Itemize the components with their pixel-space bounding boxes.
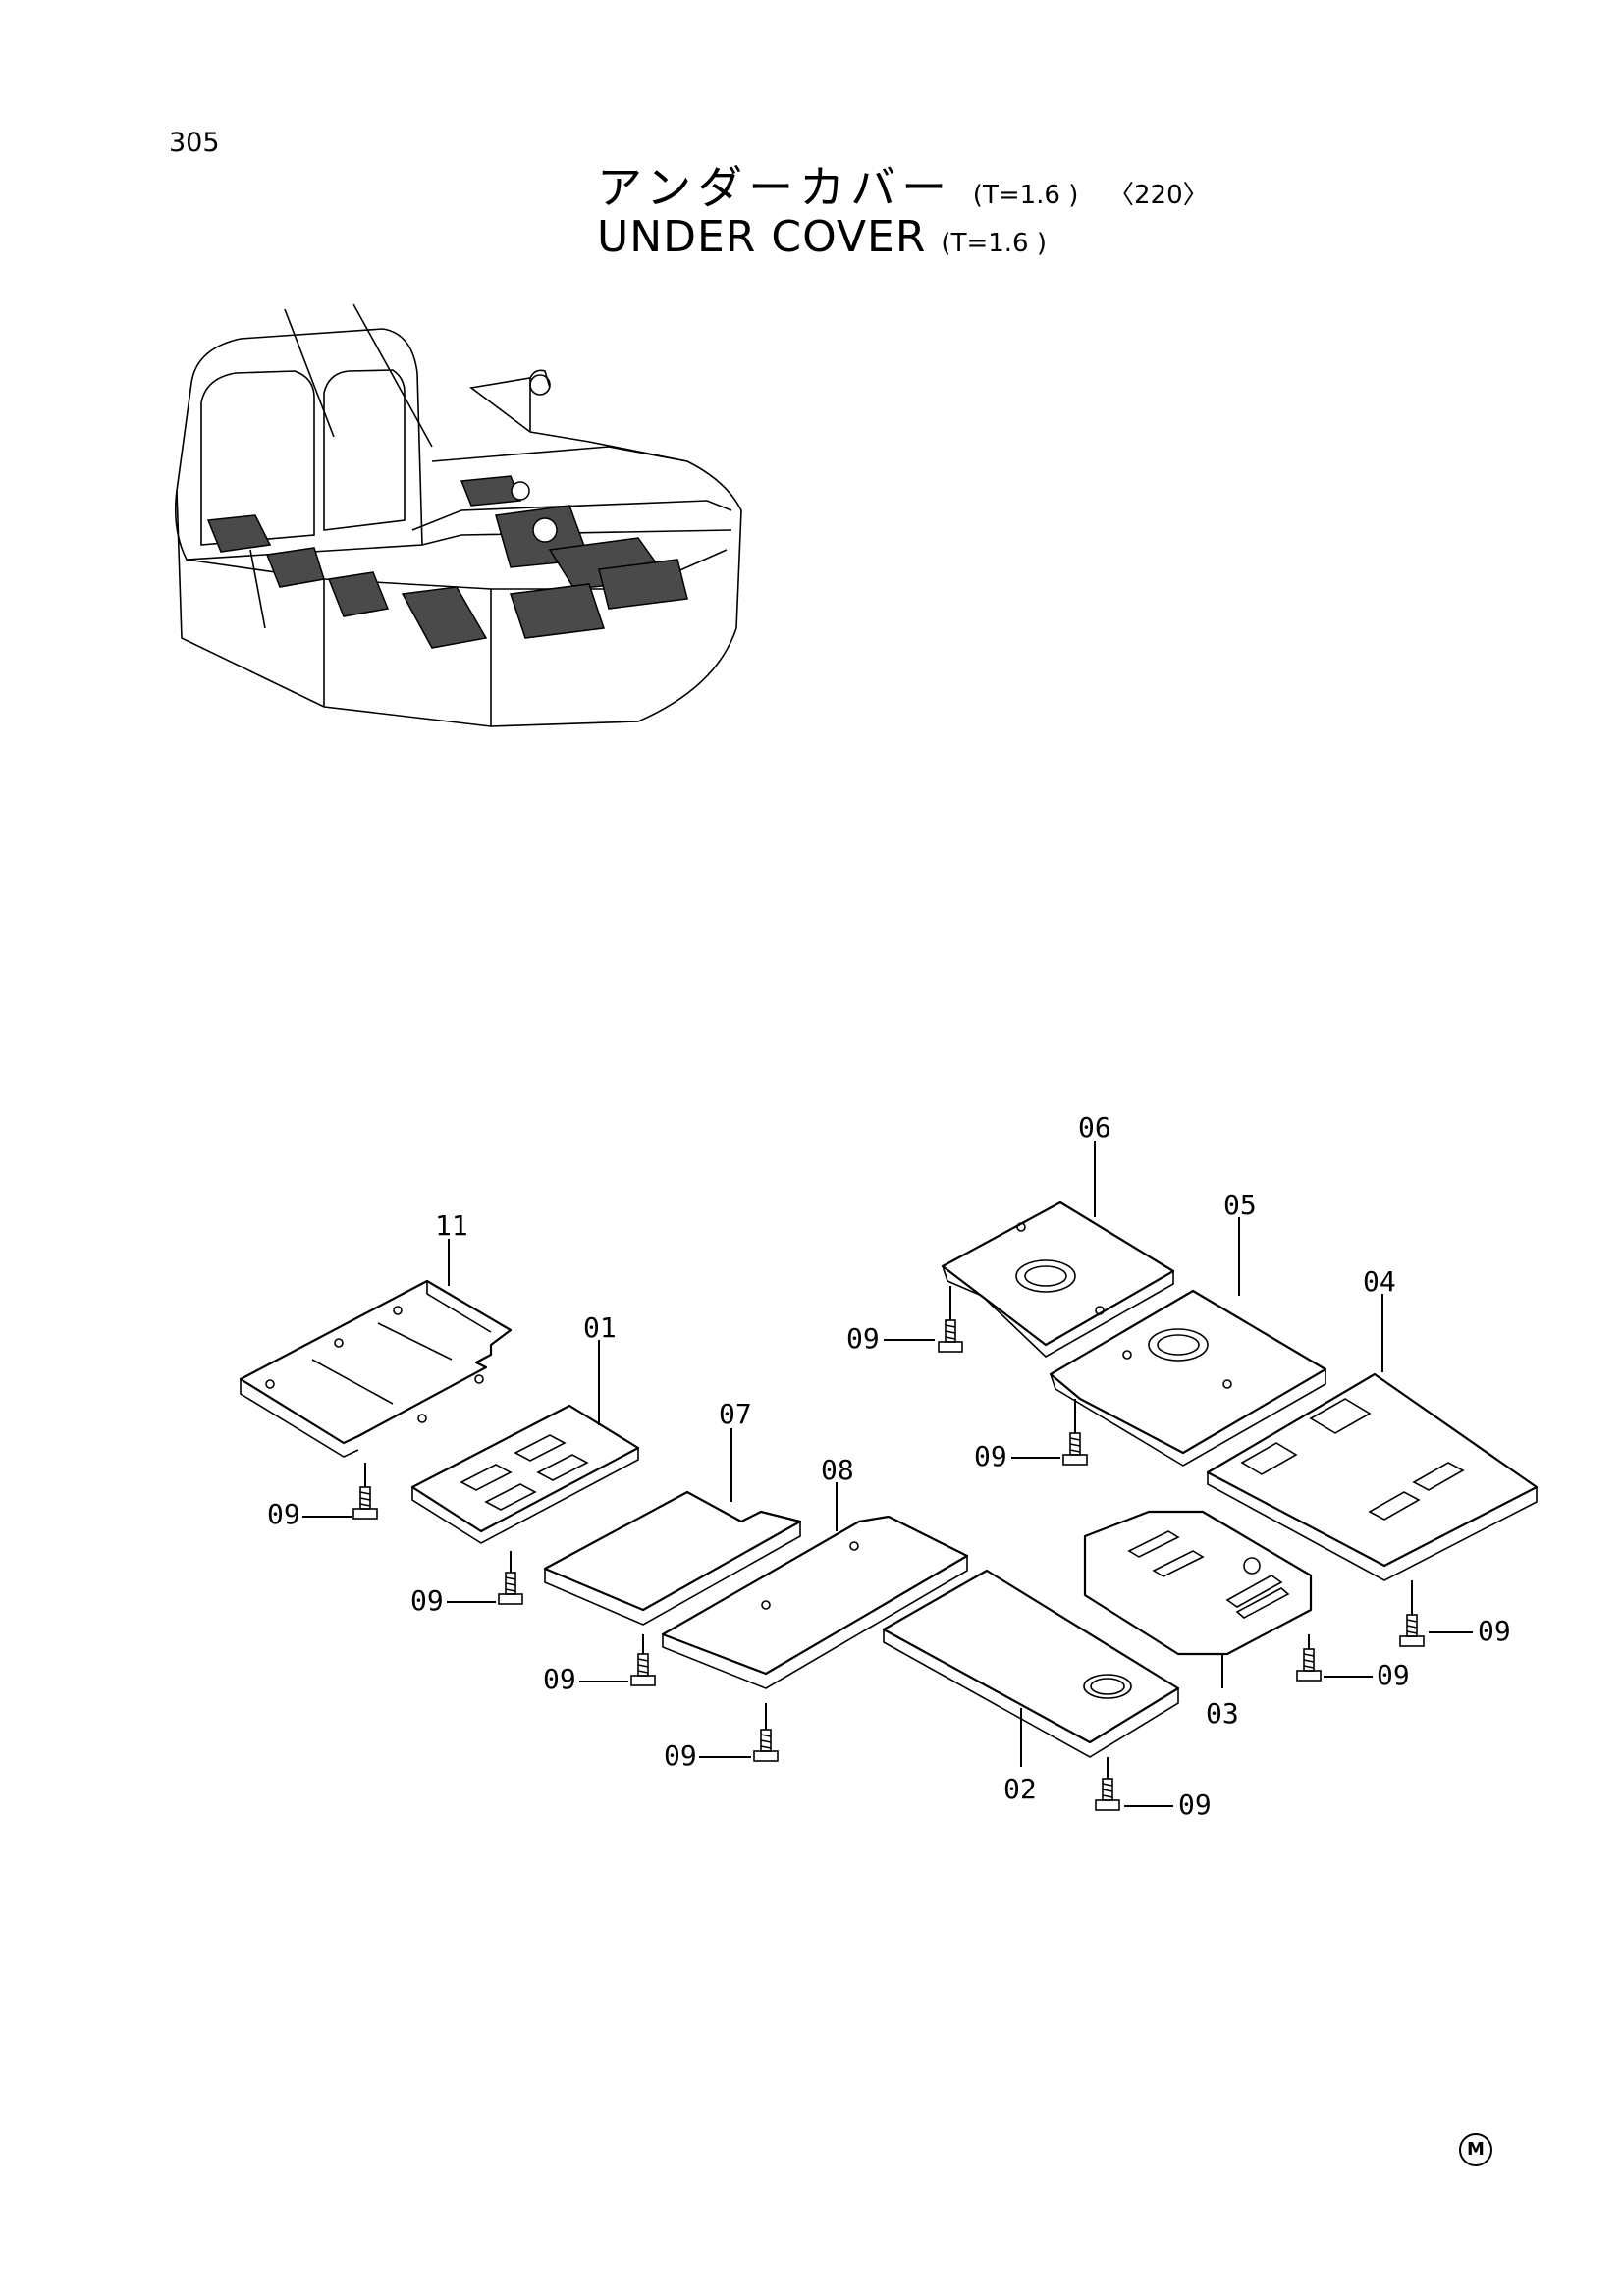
bolt-4 bbox=[753, 1729, 779, 1762]
callout-09-e: 09 bbox=[1178, 1789, 1212, 1821]
bolt-8 bbox=[938, 1319, 963, 1353]
bolt-3 bbox=[630, 1653, 656, 1686]
title-jp-spec: (T=1.6 ) bbox=[972, 181, 1079, 210]
part-05 bbox=[1049, 1217, 1327, 1467]
part-01 bbox=[410, 1340, 640, 1544]
bolt-1 bbox=[352, 1486, 378, 1520]
callout-02: 02 bbox=[1003, 1773, 1037, 1805]
bolt-2 bbox=[498, 1572, 523, 1605]
title-en-spec: (T=1.6 ) bbox=[941, 229, 1047, 258]
title-en-text: UNDER COVER bbox=[597, 212, 927, 262]
callout-11: 11 bbox=[435, 1209, 468, 1242]
callout-09-h: 09 bbox=[846, 1322, 880, 1355]
callout-09-f: 09 bbox=[1377, 1659, 1410, 1691]
machine-overview bbox=[174, 303, 742, 727]
part-08 bbox=[661, 1482, 969, 1689]
callout-04: 04 bbox=[1363, 1265, 1396, 1298]
callout-09-a: 09 bbox=[267, 1498, 300, 1530]
part-04 bbox=[1206, 1294, 1539, 1581]
part-03 bbox=[1083, 1510, 1313, 1688]
footer-mark: M bbox=[1459, 2133, 1492, 2166]
callout-01: 01 bbox=[583, 1311, 617, 1344]
callout-08: 08 bbox=[821, 1454, 854, 1486]
callout-06: 06 bbox=[1078, 1111, 1111, 1144]
part-06 bbox=[941, 1141, 1175, 1358]
bolt-6 bbox=[1296, 1648, 1322, 1682]
callout-09-d: 09 bbox=[664, 1739, 697, 1772]
bolt-group bbox=[302, 1286, 1473, 1811]
callout-05: 05 bbox=[1223, 1189, 1257, 1221]
title-jp-code: 〈220〉 bbox=[1109, 181, 1209, 210]
callout-09-c: 09 bbox=[543, 1663, 576, 1695]
title-en: UNDER COVER (T=1.6 ) bbox=[597, 212, 1047, 262]
part-11 bbox=[239, 1239, 513, 1458]
part-02 bbox=[882, 1569, 1180, 1767]
title-jp-text: アンダーカバー bbox=[597, 161, 953, 214]
callout-09-g: 09 bbox=[1478, 1615, 1511, 1647]
callout-07: 07 bbox=[719, 1398, 752, 1430]
callout-03: 03 bbox=[1206, 1697, 1239, 1730]
bolt-9 bbox=[1062, 1432, 1088, 1466]
page-number: 305 bbox=[169, 128, 220, 158]
callout-09-i: 09 bbox=[974, 1440, 1007, 1472]
bolt-7 bbox=[1399, 1614, 1425, 1647]
callout-09-b: 09 bbox=[410, 1584, 444, 1617]
part-07 bbox=[543, 1428, 802, 1626]
bolt-5 bbox=[1095, 1778, 1120, 1811]
title-jp: アンダーカバー (T=1.6 ) 〈220〉 bbox=[597, 152, 1209, 217]
